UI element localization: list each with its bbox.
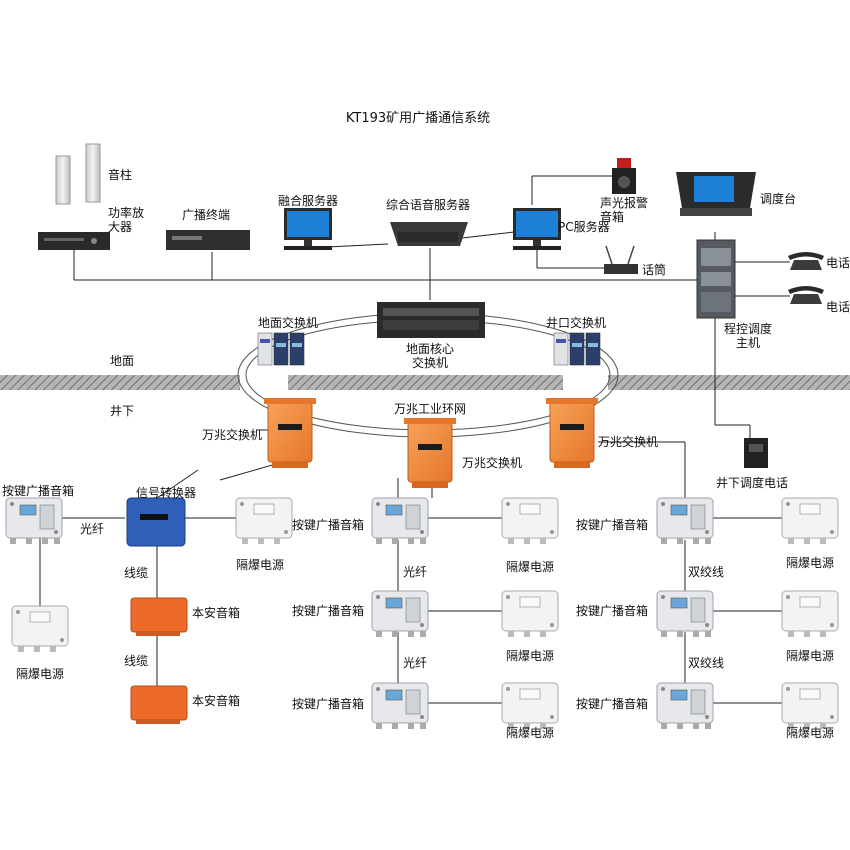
phone-icon xyxy=(788,252,824,304)
label-voice-server: 综合语音服务器 xyxy=(385,198,471,212)
safe-box1-icon xyxy=(130,597,188,636)
wz-switch-mid-icon xyxy=(403,417,457,489)
right-speaker2-icon xyxy=(656,590,714,638)
label-right-psu2: 隔爆电源 xyxy=(785,649,835,663)
label-mid-speaker3: 按键广播音箱 xyxy=(292,697,365,711)
label-wz-right: 万兆交换机 xyxy=(598,435,659,449)
core-switch-icon xyxy=(377,302,485,338)
right-speaker3-icon xyxy=(656,682,714,730)
label-phone1: 电话 xyxy=(826,256,850,270)
label-left-speaker: 按键广播音箱 xyxy=(2,484,75,498)
label-mic: 话筒 xyxy=(642,263,667,277)
right-psu3-icon xyxy=(781,682,839,730)
wz-switch-left-icon xyxy=(263,397,317,469)
diagram-title: KT193矿用广播通信系统 xyxy=(345,111,491,126)
label-fiber-mid2: 光纤 xyxy=(403,656,428,670)
label-converter: 信号转换器 xyxy=(135,486,197,500)
label-twisted2: 双绞线 xyxy=(688,656,725,670)
pbx-host-icon xyxy=(696,239,736,319)
label-mine-phone: 井下调度电话 xyxy=(716,476,789,490)
label-cable2: 线缆 xyxy=(124,654,149,668)
label-mid-psu2: 隔爆电源 xyxy=(505,649,555,663)
power-amplifier-icon xyxy=(38,232,110,250)
label-amp: 功率放 大器 xyxy=(108,206,145,234)
broadcast-terminal-icon xyxy=(166,230,250,250)
label-pbx-host: 程控调度 主机 xyxy=(723,322,773,350)
label-well-switch: 井口交换机 xyxy=(545,316,607,330)
label-mid-psu3: 隔爆电源 xyxy=(505,726,555,740)
alarm-speaker-icon xyxy=(612,158,636,194)
label-mid-speaker2: 按键广播音箱 xyxy=(292,604,365,618)
left-speaker-icon xyxy=(5,497,63,545)
label-alarm-speaker: 声光报警 音箱 xyxy=(600,196,649,224)
label-psu-top-left: 隔爆电源 xyxy=(235,558,285,572)
psu-top-left-icon xyxy=(235,497,293,545)
label-terminal: 广播终端 xyxy=(182,208,231,222)
label-underground: 井下 xyxy=(110,404,135,418)
label-safe-box2: 本安音箱 xyxy=(192,694,241,708)
label-mid-psu1: 隔爆电源 xyxy=(505,560,555,574)
label-console: 调度台 xyxy=(760,192,797,206)
signal-converter-icon xyxy=(126,497,186,547)
label-right-psu3: 隔爆电源 xyxy=(785,726,835,740)
safe-box2-icon xyxy=(130,685,188,724)
label-psu-left: 隔爆电源 xyxy=(15,667,65,681)
mid-speaker3-icon xyxy=(371,682,429,730)
label-safe-box1: 本安音箱 xyxy=(192,606,241,620)
label-twisted1: 双绞线 xyxy=(688,565,725,579)
label-fiber-mid1: 光纤 xyxy=(403,565,428,579)
voice-server-icon xyxy=(390,222,468,246)
label-wz-left: 万兆交换机 xyxy=(202,428,263,442)
label-fusion-server: 融合服务器 xyxy=(277,194,339,208)
label-mid-speaker1: 按键广播音箱 xyxy=(292,518,365,532)
mine-phone-icon xyxy=(744,438,768,468)
column-speaker-icon xyxy=(55,143,101,205)
well-switch-icon xyxy=(553,332,601,366)
mid-speaker1-icon xyxy=(371,497,429,545)
label-phone2: 电话 xyxy=(826,300,850,314)
label-core-switch: 地面核心 交换机 xyxy=(405,342,455,370)
label-right-psu1: 隔爆电源 xyxy=(785,556,835,570)
right-speaker1-icon xyxy=(656,497,714,545)
right-psu2-icon xyxy=(781,590,839,638)
right-psu1-icon xyxy=(781,497,839,545)
label-right-speaker3: 按键广播音箱 xyxy=(576,697,649,711)
mid-speaker2-icon xyxy=(371,590,429,638)
microphone-icon xyxy=(604,245,638,274)
ground-layer xyxy=(0,375,850,390)
ground-switch-icon xyxy=(257,332,305,366)
mid-psu3-icon xyxy=(501,682,559,730)
label-wz-mid: 万兆交换机 xyxy=(462,456,523,470)
mid-psu2-icon xyxy=(501,590,559,638)
label-right-speaker2: 按键广播音箱 xyxy=(576,604,649,618)
mid-psu1-icon xyxy=(501,497,559,545)
fusion-server-icon xyxy=(284,208,332,250)
label-cable1: 线缆 xyxy=(124,566,149,580)
label-pc-server: PC服务器 xyxy=(558,220,610,234)
label-yinzhu: 音柱 xyxy=(108,168,133,182)
label-ring: 万兆工业环网 xyxy=(393,402,467,416)
label-right-speaker1: 按键广播音箱 xyxy=(576,518,649,532)
pc-server-icon xyxy=(513,208,561,250)
dispatch-console-icon xyxy=(676,172,756,216)
psu-left-icon xyxy=(11,605,69,653)
wz-switch-right-icon xyxy=(545,397,599,469)
label-ground-switch: 地面交换机 xyxy=(257,316,319,330)
label-fiber-left: 光纤 xyxy=(80,522,105,536)
label-surface: 地面 xyxy=(110,354,135,368)
